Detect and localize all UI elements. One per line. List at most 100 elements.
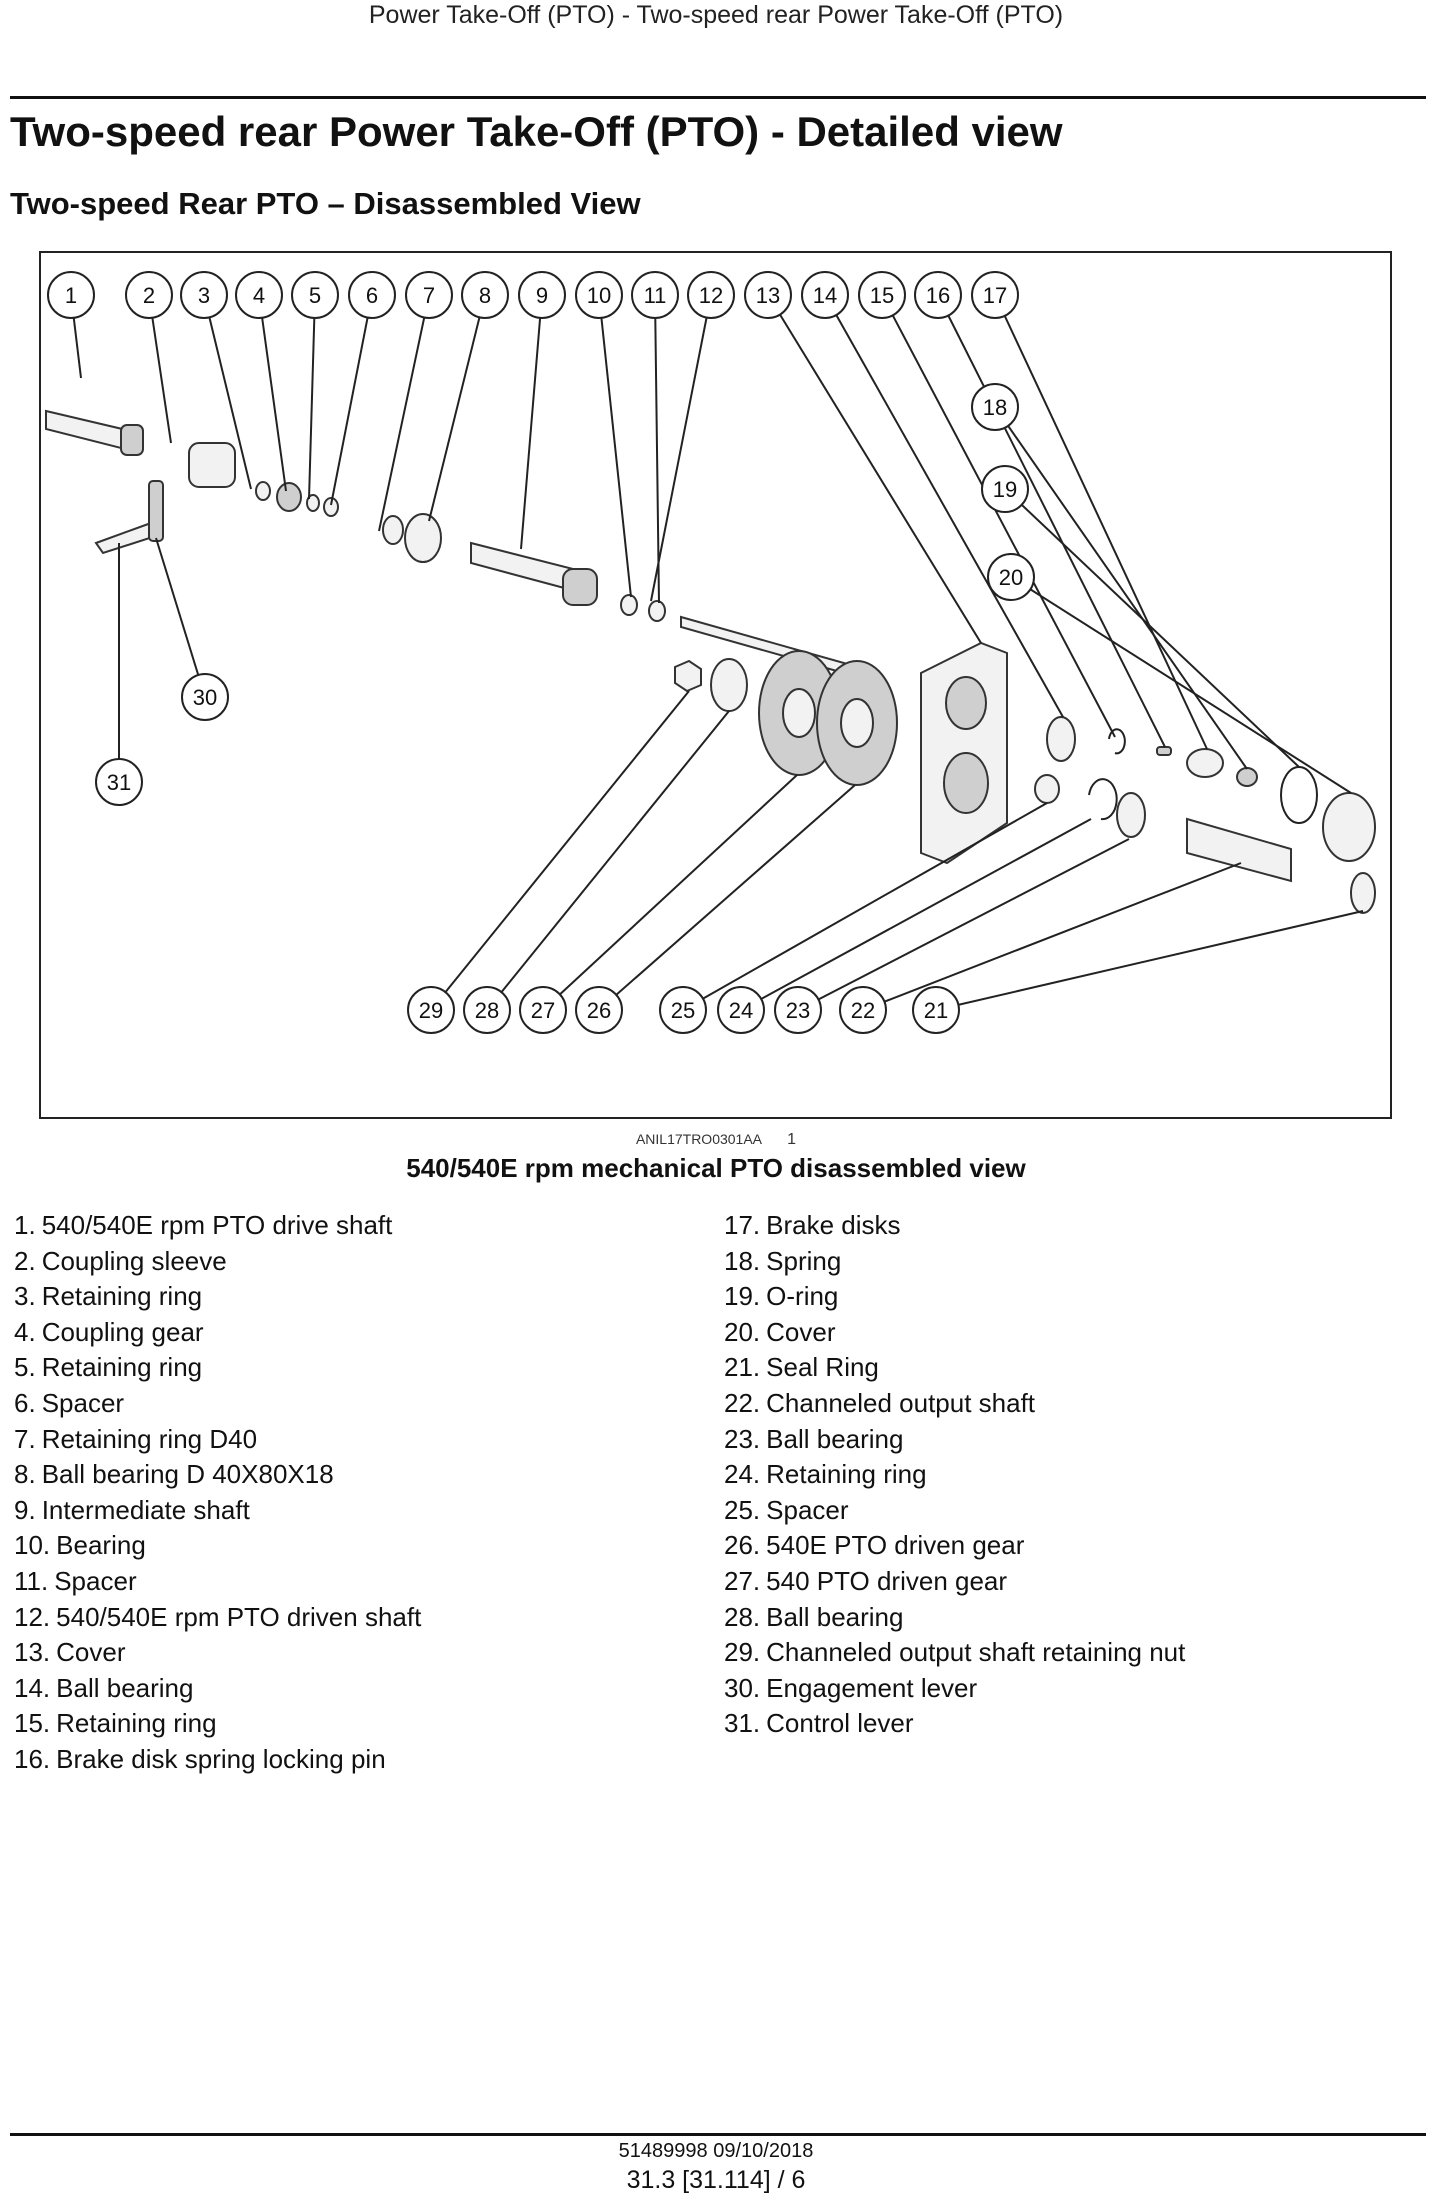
part-ball-bearing-14 (1046, 716, 1076, 762)
legend-item-number: 13. (14, 1637, 51, 1668)
callout-number: 2 (143, 283, 155, 308)
callout-number: 24 (729, 998, 753, 1023)
callout-13: 13 (744, 271, 792, 319)
callout-number: 13 (756, 283, 780, 308)
legend-item-number: 5. (14, 1352, 36, 1383)
legend-item-label: 540E PTO driven gear (766, 1530, 1025, 1561)
callout-leader-13 (767, 294, 982, 644)
callout-leader-lines (70, 294, 1364, 1011)
legend-item-number: 4. (14, 1316, 36, 1347)
legend-item-label: Retaining ring D40 (41, 1423, 258, 1454)
callout-circle (181, 673, 229, 721)
callout-5: 5 (291, 271, 339, 319)
callout-leader-5 (308, 294, 316, 500)
callout-number: 15 (870, 283, 894, 308)
callout-circle (981, 465, 1029, 513)
callout-circle (839, 986, 887, 1034)
callout-circle (987, 553, 1035, 601)
callout-circle (717, 986, 765, 1034)
callout-number: 14 (813, 283, 837, 308)
legend-item-number: 1. (14, 1210, 36, 1240)
part-spacer-25 (1034, 774, 1060, 804)
callout-leader-18 (994, 406, 1248, 770)
callout-circle (180, 271, 228, 319)
callout-circle (575, 271, 623, 319)
legend-item-number: 28. (724, 1601, 761, 1632)
callout-leader-21 (935, 910, 1364, 1011)
callout-7: 7 (405, 271, 453, 319)
callout-circle (461, 271, 509, 319)
part-retaining-ring-7 (382, 515, 404, 545)
callout-leader-7 (378, 294, 430, 532)
callout-leader-28 (486, 710, 730, 1011)
callout-number: 26 (587, 998, 611, 1023)
part-output-shaft (1186, 817, 1292, 883)
legend-item-label: 540 PTO driven gear (766, 1565, 1008, 1596)
callout-circle (744, 271, 792, 319)
figure-reference-code: ANIL17TRO0301AA (635, 1131, 762, 1147)
callout-number: 3 (198, 283, 210, 308)
callout-circle (659, 986, 707, 1034)
legend-item-label: 540/540E rpm PTO driven shaft (56, 1601, 422, 1632)
part-cover-bore-upper (945, 676, 987, 730)
part-o-ring (1280, 766, 1318, 824)
callout-20: 20 (987, 553, 1035, 601)
part-cover-20 (1322, 792, 1376, 862)
callout-number: 19 (993, 477, 1017, 502)
legend-item-label: Spacer (41, 1387, 125, 1418)
legend-item: 20.Cover (724, 1315, 1185, 1351)
callout-circle (575, 986, 623, 1034)
legend-item-number: 30. (724, 1672, 761, 1703)
callout-number: 5 (309, 283, 321, 308)
callout-leader-23 (797, 838, 1130, 1011)
callout-16: 16 (914, 271, 962, 319)
legend-item-number: 20. (724, 1316, 761, 1347)
part-spacer-11 (648, 600, 666, 622)
legend-item: 26.540E PTO driven gear (724, 1528, 1185, 1564)
page-number: 31.3 [31.114] / 6 (626, 2166, 806, 2194)
callout-22: 22 (839, 986, 887, 1034)
callout-circle (631, 271, 679, 319)
legend-item-label: Spring (766, 1245, 842, 1276)
part-retaining-ring-15 (1108, 728, 1126, 755)
callout-number: 4 (253, 283, 265, 308)
callout-12: 12 (687, 271, 735, 319)
callout-leader-11 (654, 294, 660, 604)
legend-item: 6.Spacer (14, 1386, 421, 1422)
legend-item-label: Retaining ring (41, 1281, 203, 1312)
callout-number: 10 (587, 283, 611, 308)
legend-item-number: 31. (724, 1708, 761, 1739)
callout-31: 31 (95, 758, 143, 806)
legend-item-label: O-ring (766, 1281, 839, 1312)
callout-number: 27 (531, 998, 555, 1023)
part-brake-disk (1186, 748, 1224, 778)
part-retaining-ring-24 (1088, 778, 1118, 821)
legend-item-number: 10. (14, 1530, 51, 1561)
legend-item-label: Retaining ring (41, 1352, 203, 1383)
callout-leader-16 (937, 294, 1166, 748)
part-gear-540e-hub (840, 698, 874, 748)
callout-circle (407, 986, 455, 1034)
part-ball-bearing-8 (404, 513, 442, 563)
legend-item-number: 2. (14, 1245, 36, 1276)
legend-item-number: 21. (724, 1352, 761, 1383)
legend-item-number: 29. (724, 1637, 761, 1668)
legend-item-label: Bearing (56, 1530, 146, 1561)
callout-2: 2 (125, 271, 173, 319)
callout-leader-20 (1010, 576, 1352, 794)
callout-circle (801, 271, 849, 319)
legend-item-number: 12. (14, 1601, 51, 1632)
legend-item: 3.Retaining ring (14, 1279, 421, 1315)
legend-item-label: Intermediate shaft (41, 1494, 250, 1525)
legend-item-label: Cover (766, 1316, 836, 1347)
callout-26: 26 (575, 986, 623, 1034)
part-engagement-lever (148, 480, 164, 542)
callout-circle (518, 271, 566, 319)
legend-item: 17.Brake disks (724, 1208, 1185, 1244)
document-id: 51489998 09/10/2018 (618, 2140, 814, 2162)
parts-legend-left: 1.540/540E rpm PTO drive shaft 2.Couplin… (14, 1208, 421, 1778)
legend-item-number: 3. (14, 1281, 36, 1312)
callout-23: 23 (774, 986, 822, 1034)
callout-circle (95, 758, 143, 806)
legend-item-number: 22. (724, 1387, 761, 1418)
